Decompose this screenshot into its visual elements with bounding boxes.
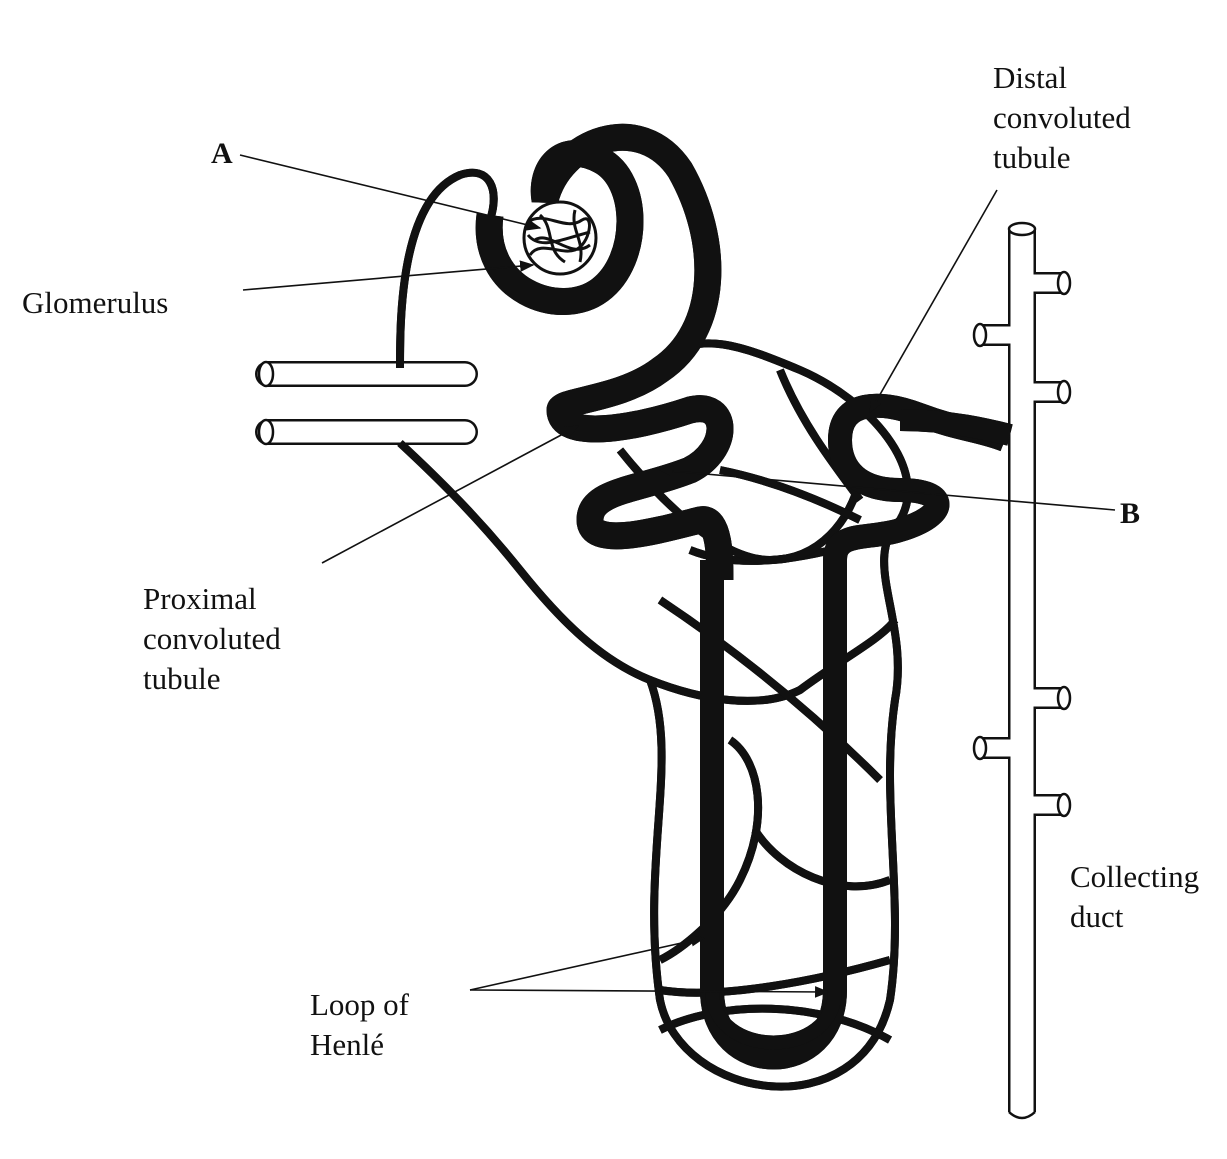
loop-of-henle: [700, 406, 1010, 1058]
pointer-b: [658, 465, 1116, 511]
label-collecting-duct: Collecting duct: [1070, 857, 1199, 937]
label-collecting-line-1: Collecting: [1070, 859, 1200, 894]
label-proximal-line-3: tubule: [143, 661, 221, 696]
pointer-loop-ascending: [469, 986, 830, 998]
peritubular-capillaries: [400, 173, 908, 1087]
label-distal-line-2: convoluted: [993, 100, 1131, 135]
pointer-distal: [869, 189, 998, 414]
collecting-duct: [972, 221, 1072, 1120]
label-distal-line-3: tubule: [993, 140, 1071, 175]
bowmans-capsule-and-proximal-tubule: [489, 137, 720, 580]
glomerulus-knot: [522, 200, 598, 276]
pointer-loop-descending: [469, 935, 706, 991]
pointer-proximal: [321, 425, 580, 564]
label-b: B: [1120, 497, 1141, 530]
label-loop-of-henle: Loop of Henlé: [310, 985, 409, 1065]
pointer-lines: [239, 154, 1116, 998]
pointer-glomerulus: [242, 260, 535, 291]
label-glomerulus: Glomerulus: [22, 285, 169, 320]
label-distal-line-1: Distal: [993, 60, 1068, 95]
label-loop-line-2: Henlé: [310, 1027, 385, 1062]
pointer-a: [239, 154, 542, 231]
label-distal: Distal convoluted tubule: [993, 58, 1131, 178]
afferent-efferent-arterioles: [255, 360, 478, 446]
label-a: A: [211, 137, 233, 170]
label-proximal: Proximal convoluted tubule: [143, 579, 281, 699]
label-loop-line-1: Loop of: [310, 987, 410, 1022]
label-collecting-line-2: duct: [1070, 899, 1124, 934]
label-proximal-line-1: Proximal: [143, 581, 257, 616]
label-proximal-line-2: convoluted: [143, 621, 281, 656]
